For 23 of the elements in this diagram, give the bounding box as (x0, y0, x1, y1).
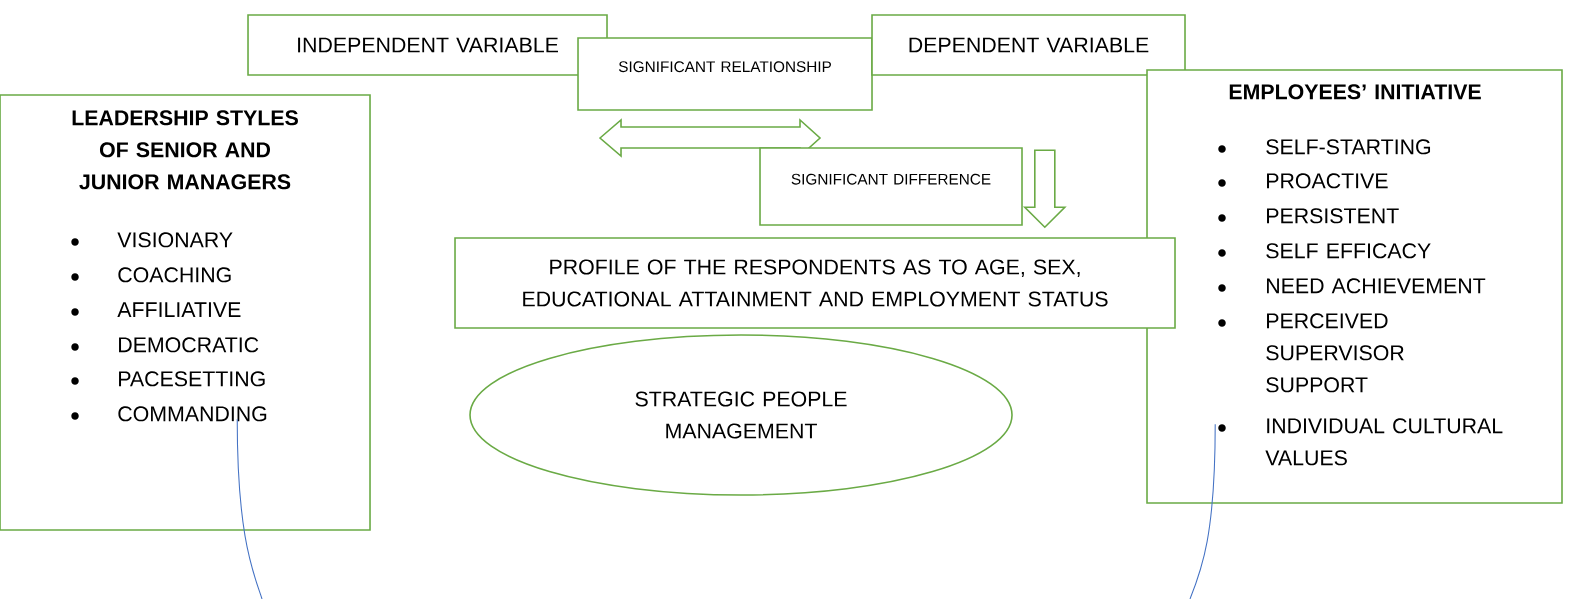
text-box: SIGNIFICANT RELATIONSHIP (577, 37, 873, 111)
block-arrow (1022, 149, 1067, 229)
list-item: INDIVIDUAL CULTURAL VALUES (1265, 418, 1503, 466)
text-box: SIGNIFICANT DIFFERENCE (759, 147, 1023, 226)
list-item: SELF-STARTING (1266, 139, 1430, 155)
list-item: PERCEIVED SUPERVISOR SUPPORT (1266, 313, 1404, 393)
heading: LEADERSHIP STYLES OF SENIOR AND JUNIOR MANAGERS (72, 110, 298, 190)
curved-line (236, 418, 263, 599)
list-item: SELF EFFICACY (1266, 243, 1431, 259)
list-item: AFFILIATIVE (117, 302, 241, 317)
list-item: VISIONARY (117, 232, 233, 248)
text-box: INDEPENDENT VARIABLE (247, 14, 608, 76)
curved-line (1189, 423, 1216, 599)
list-item: COACHING (118, 267, 231, 283)
list-item: COMMANDING (118, 406, 267, 422)
list-item: PROACTIVE (1267, 173, 1388, 189)
list-item: DEMOCRATIC (119, 337, 259, 353)
heading: EMPLOYEES’ INITIATIVE (1229, 84, 1481, 100)
text-box: PROFILE OF THE RESPONDENTS AS TO AGE, SEX, EDUCATIONAL ATTAINMENT AND EMPLOYMENT STATUS (454, 237, 1176, 329)
list-item: NEED ACHIEVEMENT (1267, 278, 1486, 294)
list-item: PERSISTENT (1267, 208, 1399, 224)
text-box: DEPENDENT VARIABLE (871, 14, 1186, 76)
list-item: PACESETTING (119, 371, 265, 387)
